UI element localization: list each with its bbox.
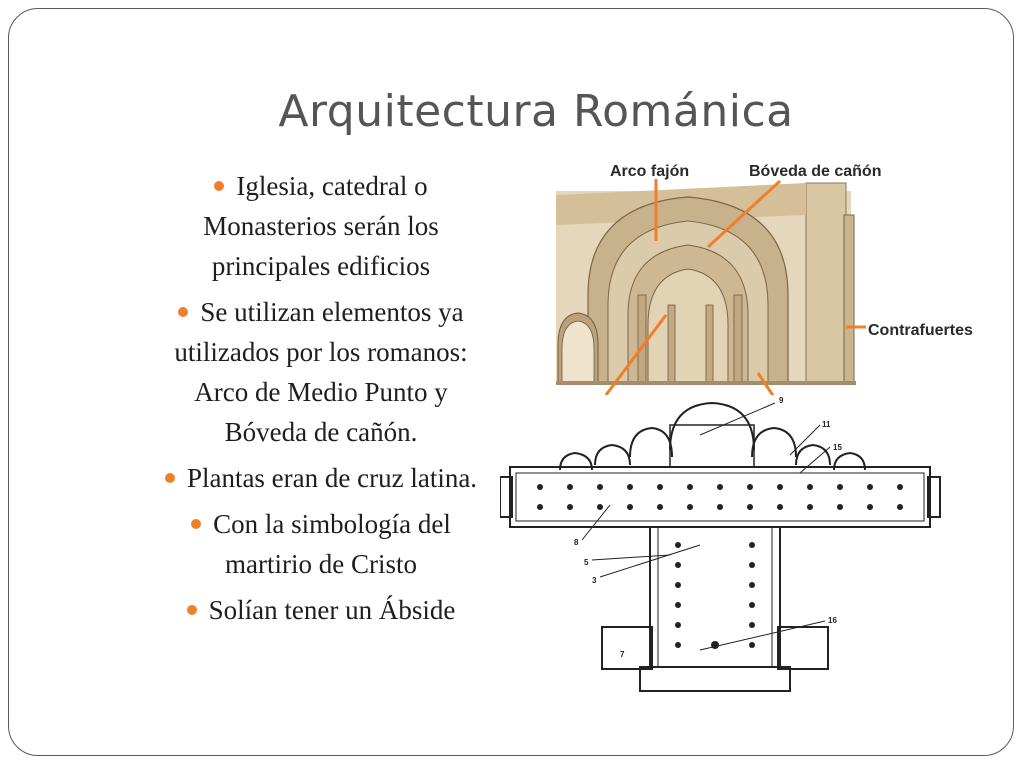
cross-floor-plan: 9 11 15 8 5 3 16 7	[500, 395, 945, 700]
plan-pillars	[537, 484, 903, 649]
bullet-item: Se utilizan elementos ya utilizados por …	[125, 292, 517, 452]
bullet-dot-icon	[164, 472, 175, 483]
plan-number: 16	[828, 616, 837, 625]
bullet-line: Con la simbología del	[213, 509, 451, 539]
plan-number: 11	[822, 420, 831, 429]
vault-illustration: Arco fajón Bóveda de cañón Contrafuertes	[548, 155, 998, 400]
bullet-dot-icon	[191, 518, 202, 529]
pointer-line	[604, 314, 668, 396]
bullet-dot-icon	[186, 604, 197, 615]
bullet-line: Monasterios serán los	[203, 211, 439, 241]
label-boveda-canon: Bóveda de cañón	[749, 163, 881, 180]
plan-pointers	[581, 402, 831, 651]
vault-drawing	[556, 182, 856, 385]
bullet-line: Bóveda de cañón.	[224, 417, 418, 447]
bullet-dot-icon	[178, 306, 189, 317]
bullet-list: Iglesia, catedral o Monasterios serán lo…	[125, 166, 517, 636]
bullet-line: Plantas eran de cruz latina.	[186, 463, 478, 493]
plan-number: 15	[833, 443, 842, 452]
pointer-line	[756, 372, 776, 398]
bullet-item: Iglesia, catedral o Monasterios serán lo…	[125, 166, 517, 286]
bullet-line: utilizados por los romanos:	[174, 337, 468, 367]
plan-number: 9	[779, 396, 784, 405]
label-contrafuertes: Contrafuertes	[868, 322, 973, 339]
plan-number: 8	[574, 538, 579, 547]
label-arco-fajon: Arco fajón	[610, 163, 689, 180]
bullet-item: Con la simbología del martirio de Cristo	[125, 504, 517, 584]
bullet-line: Se utilizan elementos ya	[200, 297, 464, 327]
plan-number: 5	[584, 558, 589, 567]
plan-walls	[500, 401, 941, 692]
bullet-line: martirio de Cristo	[225, 549, 417, 579]
bullet-item: Solían tener un Ábside	[125, 590, 517, 630]
bullet-dot-icon	[214, 180, 225, 191]
bullet-line: Iglesia, catedral o	[236, 171, 428, 201]
plan-number: 7	[620, 650, 625, 659]
bullet-line: Solían tener un Ábside	[208, 595, 456, 625]
pointer-line	[706, 179, 782, 249]
bullet-item: Plantas eran de cruz latina.	[125, 458, 517, 498]
slide-title: Arquitectura Románica	[278, 86, 794, 137]
plan-number: 3	[592, 576, 597, 585]
bullet-line: Arco de Medio Punto y	[194, 377, 448, 407]
bullet-line: principales edificios	[211, 251, 431, 281]
